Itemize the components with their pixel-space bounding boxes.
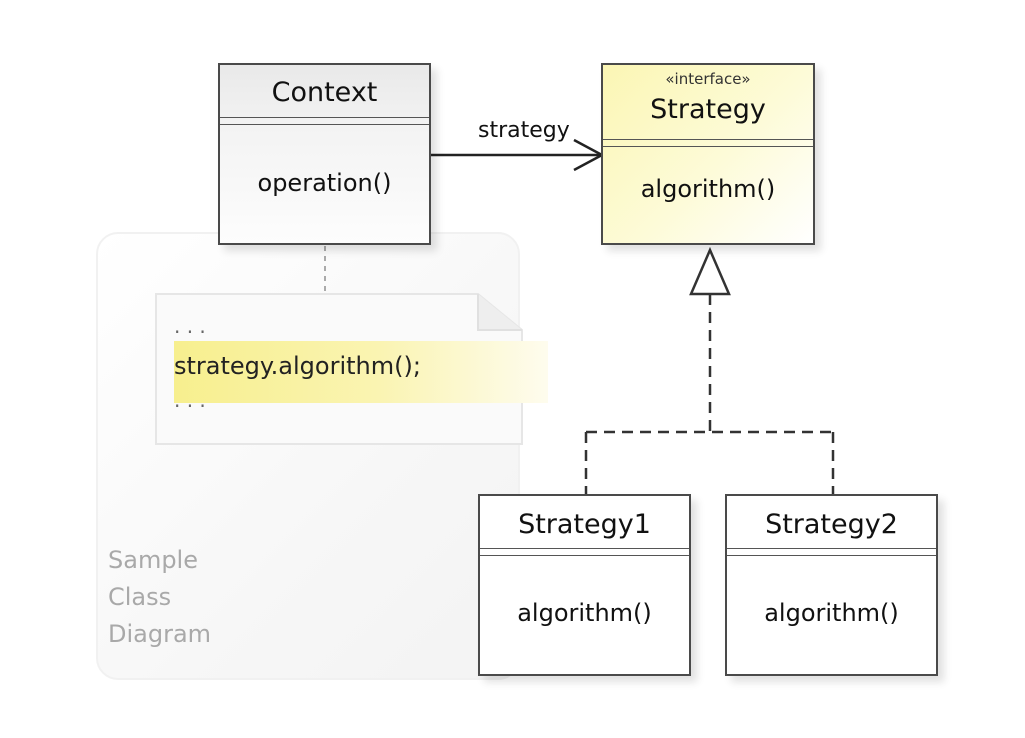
frame-label-line-1: Sample bbox=[108, 546, 198, 574]
frame-label-line-3: Diagram bbox=[108, 620, 212, 648]
class-strategy2[interactable]: Strategy2 algorithm() bbox=[725, 494, 938, 676]
realization-dashed-lines bbox=[584, 294, 835, 494]
class-strategy-separator-2 bbox=[603, 146, 813, 147]
note-code-line: strategy.algorithm(); bbox=[174, 352, 421, 380]
class-strategy2-separator-2 bbox=[727, 555, 936, 556]
class-strategy-operation: algorithm() bbox=[640, 175, 776, 203]
class-context[interactable]: Context operation() bbox=[218, 63, 431, 245]
class-context-name: Context bbox=[271, 77, 378, 108]
class-context-separator-2 bbox=[220, 124, 429, 125]
code-highlight bbox=[174, 341, 548, 403]
class-strategy1-separator-2 bbox=[480, 555, 689, 556]
realization-triangle bbox=[689, 246, 731, 296]
note-fold bbox=[477, 294, 522, 331]
class-strategy2-operation: algorithm() bbox=[764, 599, 899, 627]
association-label: strategy bbox=[478, 118, 570, 143]
class-strategy2-name: Strategy2 bbox=[765, 509, 898, 540]
class-context-separator-1 bbox=[220, 117, 429, 118]
class-strategy1-name: Strategy1 bbox=[518, 509, 651, 540]
class-context-operation: operation() bbox=[257, 169, 392, 197]
class-strategy1-operation: algorithm() bbox=[517, 599, 652, 627]
class-strategy-stereotype: «interface» bbox=[665, 70, 751, 88]
class-strategy-separator-1 bbox=[603, 139, 813, 140]
class-strategy-name: Strategy bbox=[650, 94, 766, 125]
class-strategy-interface[interactable]: «interface» Strategy algorithm() bbox=[601, 63, 815, 245]
frame-label-line-2: Class bbox=[108, 583, 172, 611]
class-strategy2-separator-1 bbox=[727, 548, 936, 549]
class-strategy1-separator-1 bbox=[480, 548, 689, 549]
class-strategy1[interactable]: Strategy1 algorithm() bbox=[478, 494, 691, 676]
note-ellipsis-bottom: . . . bbox=[174, 388, 206, 412]
note-ellipsis-top: . . . bbox=[174, 314, 206, 338]
